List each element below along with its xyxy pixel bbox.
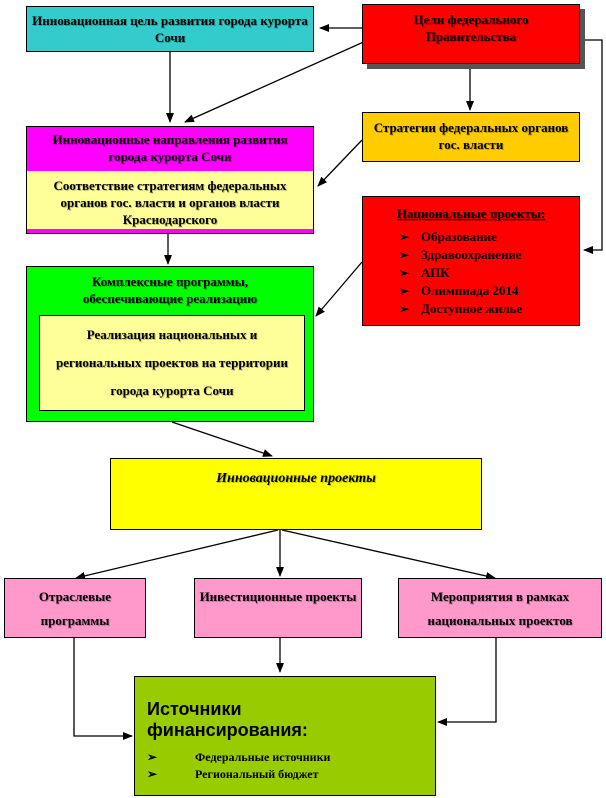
innovation-directions-box: Инновационные направления развития город… [26,126,314,234]
federal-goals-label: Цели федерального Правительства [413,12,529,44]
checkmark-arrow-icon: ➢ [399,284,410,298]
national-project-item: ➢Доступное жилье [399,301,523,316]
financing-title: Источники финансирования: [147,699,308,740]
arrow-complex-to-innovation [171,421,273,457]
arrow-federal-to-directions [184,39,369,123]
checkmark-arrow-icon: ➢ [147,750,158,764]
national-project-item: ➢Здравоохранение [399,247,522,262]
federal-strategies-label: Стратегии федеральных органов гос. власт… [373,120,569,152]
arrow-innovation-to-sector [75,529,279,580]
arrow-innovation-to-events [281,529,496,580]
complex-programs-box: Комплексные программы, обеспечивающие ре… [26,266,314,422]
national-project-item: ➢Олимпиада 2014 [399,283,519,298]
innovation-goal-box: Инновационная цель развития города курор… [26,6,314,52]
arrow-federal-to-national [580,39,603,254]
innovation-goal-label: Инновационная цель развития города курор… [32,13,308,45]
sector-programs-box: Отраслевые программы [4,578,146,638]
complex-programs-label: Комплексные программы, обеспечивающие ре… [82,274,258,306]
strategy-match-label: Соответствие стратегиям федеральных орга… [53,178,287,227]
financing-item: ➢Региональный бюджет [147,767,319,781]
arrow-national-to-complex [315,261,363,317]
investment-projects-box: Инвестиционные проекты [194,578,362,638]
financing-box: Источники финансирования: ➢Федеральные и… [134,676,436,796]
national-projects-box: Национальные проекты: ➢Образование ➢Здра… [362,196,580,326]
sector-programs-label: Отраслевые программы [38,589,112,628]
national-events-label: Мероприятия в рамках национальных проект… [427,589,573,628]
checkmark-arrow-icon: ➢ [399,302,410,316]
federal-goals-box: Цели федерального Правительства [362,4,580,64]
investment-projects-label: Инвестиционные проекты [199,589,357,604]
checkmark-arrow-icon: ➢ [399,266,410,280]
national-projects-title: Национальные проекты: [396,206,546,221]
financing-list: ➢Федеральные источники ➢Региональный бюд… [147,749,435,783]
financing-item: ➢Федеральные источники [147,750,331,764]
innovation-directions-label: Инновационные направления развития город… [52,132,288,164]
projects-realization-label: Реализация национальных и региональных п… [56,327,288,398]
strategy-match-box: Соответствие стратегиям федеральных орга… [27,171,313,229]
projects-realization-box: Реализация национальных и региональных п… [39,315,305,411]
checkmark-arrow-icon: ➢ [147,767,158,781]
national-events-box: Мероприятия в рамках национальных проект… [398,578,602,638]
checkmark-arrow-icon: ➢ [399,248,410,262]
arrow-strategies-to-match [317,139,363,187]
innovation-projects-box: Инновационные проекты [110,458,482,530]
national-project-item: ➢АПК [399,265,450,280]
federal-strategies-box: Стратегии федеральных органов гос. власт… [362,112,580,162]
national-project-item: ➢Образование [399,229,497,244]
arrow-events-to-financing [437,638,497,726]
arrow-sector-to-financing [73,638,133,740]
innovation-projects-label: Инновационные проекты [216,471,376,486]
national-projects-list: ➢Образование ➢Здравоохранение ➢АПК ➢Олим… [399,228,579,318]
checkmark-arrow-icon: ➢ [399,230,410,244]
